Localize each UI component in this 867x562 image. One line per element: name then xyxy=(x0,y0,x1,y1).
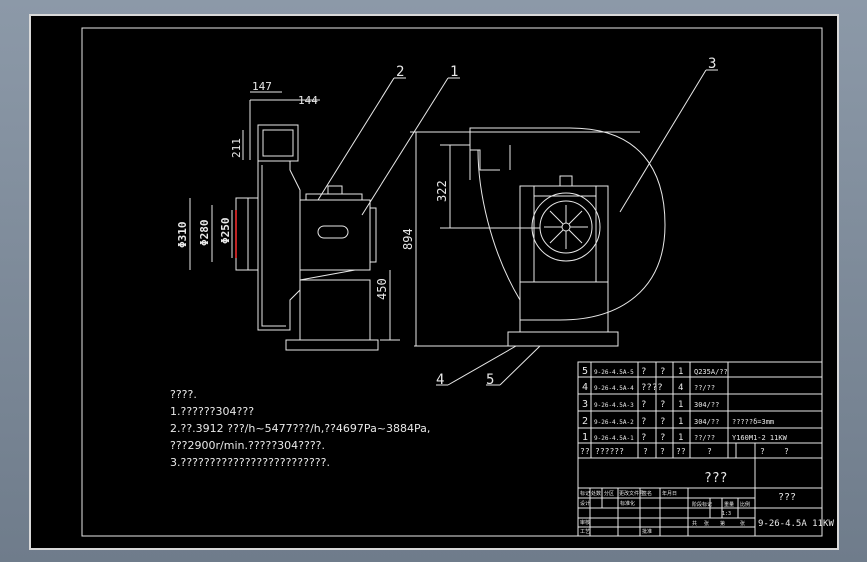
parts-cell-no: 5 xyxy=(582,366,588,377)
callout-2: 2 xyxy=(396,64,404,80)
parts-cell-no: 1 xyxy=(582,432,588,443)
parts-cell-qty: 1 xyxy=(678,433,683,443)
parts-cell-name: ???? xyxy=(641,383,663,393)
base-frame xyxy=(507,331,619,347)
parts-cell-material: Q235A/?? xyxy=(694,368,728,376)
drawing-sheet xyxy=(29,14,839,550)
svg-text:??: ?? xyxy=(676,447,686,456)
svg-text:??????: ?????? xyxy=(595,447,624,456)
casing-side xyxy=(257,160,301,331)
parts-cell-qty: 1 xyxy=(678,367,683,377)
dim-144: 144 xyxy=(298,94,318,107)
scroll-casing xyxy=(469,127,666,321)
svg-text:比例: 比例 xyxy=(740,501,750,508)
svg-text:标记: 标记 xyxy=(580,490,590,497)
svg-text:?: ? xyxy=(784,447,789,456)
notes-title: ????. xyxy=(170,388,197,401)
svg-text:签名: 签名 xyxy=(642,490,652,497)
parts-cell-material: ??/?? xyxy=(694,434,715,442)
svg-text:?: ? xyxy=(660,447,665,456)
callout-leaders xyxy=(317,69,718,386)
parts-cell-code: 9-26-4.5A-2 xyxy=(594,419,634,426)
note-line-3: ???2900r/min.?????304????. xyxy=(170,439,326,452)
parts-cell-no: 4 xyxy=(582,382,588,393)
svg-text:设计: 设计 xyxy=(580,500,590,507)
title-block-grid xyxy=(577,361,823,537)
parts-cell-code: 9-26-4.5A-1 xyxy=(594,435,634,442)
motor-base xyxy=(299,279,371,341)
dim-450: 450 xyxy=(375,278,389,300)
parts-cell-code: 9-26-4.5A-5 xyxy=(594,369,634,376)
dim-250: Φ250 xyxy=(219,218,232,245)
parts-cell-qty_mark: ? xyxy=(660,367,665,377)
note-line-2: 2.??.3912 ???/h~5477???/h,??4697Pa~3884P… xyxy=(170,422,431,435)
parts-cell-material: 304/?? xyxy=(694,418,719,426)
note-line-4: 3.?????????????????????????. xyxy=(170,456,330,469)
svg-text:1:3: 1:3 xyxy=(722,511,731,517)
svg-text:标准化: 标准化 xyxy=(620,500,635,507)
svg-text:共: 共 xyxy=(692,520,697,527)
svg-text:审核: 审核 xyxy=(580,519,590,526)
dim-211: 211 xyxy=(230,138,243,158)
dim-310: Φ310 xyxy=(176,222,189,249)
motor xyxy=(299,199,371,271)
inlet-flange xyxy=(235,197,259,271)
parts-cell-no: 3 xyxy=(582,399,588,410)
parts-cell-qty_mark: ? xyxy=(660,433,665,443)
callout-1: 1 xyxy=(450,64,458,80)
parts-cell-code: 9-26-4.5A-4 xyxy=(594,385,634,392)
note-line-1: 1.??????304??? xyxy=(170,405,255,418)
svg-text:重量: 重量 xyxy=(724,501,734,508)
parts-cell-no: 2 xyxy=(582,416,588,427)
svg-text:批准: 批准 xyxy=(642,528,652,535)
svg-text:工艺: 工艺 xyxy=(580,529,590,535)
drawing-number: 9-26-4.5A 11KW xyxy=(758,519,834,529)
front-view xyxy=(410,127,666,347)
dim-147: 147 xyxy=(252,80,272,93)
parts-cell-name: ? xyxy=(641,433,646,443)
drawing-name: ??? xyxy=(778,492,796,503)
side-view xyxy=(189,91,400,351)
parts-list: 5 9-26-4.5A-5?? 1 Q235A/?? 4 9-26-4.5A-4???? 4… xyxy=(582,366,788,443)
parts-cell-qty_mark: ? xyxy=(660,400,665,410)
svg-text:?: ? xyxy=(643,447,648,456)
svg-text:张: 张 xyxy=(704,520,709,527)
dim-280: Φ280 xyxy=(198,220,211,247)
parts-cell-code: 9-26-4.5A-3 xyxy=(594,402,634,409)
callout-3: 3 xyxy=(708,56,716,72)
svg-text:处数: 处数 xyxy=(591,490,601,497)
callout-4: 4 xyxy=(436,372,444,388)
parts-cell-qty_mark: ? xyxy=(660,417,665,427)
svg-text:张: 张 xyxy=(740,520,745,527)
parts-cell-material: ??/?? xyxy=(694,384,715,392)
callout-5: 5 xyxy=(486,372,494,388)
parts-cell-name: ? xyxy=(641,367,646,377)
parts-cell-note: ?????δ=3mm xyxy=(732,418,774,426)
svg-text:年月日: 年月日 xyxy=(662,490,677,497)
dim-322: 322 xyxy=(435,180,449,202)
svg-text:更改文件号: 更改文件号 xyxy=(619,490,644,497)
technical-notes: ????. 1.??????304??? 2.??.3912 ???/h~547… xyxy=(170,386,430,471)
title-block-labels: 标记 处数 分区 更改文件号 签名 年月日 设计 标准化 阶段标记 重量 比例 … xyxy=(580,490,750,535)
svg-text:?: ? xyxy=(707,447,712,456)
company-name: ??? xyxy=(704,471,727,486)
parts-cell-qty: 1 xyxy=(678,400,683,410)
svg-text:?: ? xyxy=(760,447,765,456)
svg-text:??: ?? xyxy=(580,447,590,456)
svg-text:第: 第 xyxy=(720,520,725,527)
parts-header: ?? ?????? ? ? ?? ? ? ? xyxy=(580,447,789,456)
parts-cell-note: Y160M1-2 11KW xyxy=(732,434,788,442)
parts-cell-material: 304/?? xyxy=(694,401,719,409)
parts-cell-qty: 1 xyxy=(678,417,683,427)
inner-border xyxy=(81,27,823,537)
parts-cell-qty: 4 xyxy=(678,383,683,393)
svg-text:阶段标记: 阶段标记 xyxy=(692,501,712,508)
parts-cell-name: ? xyxy=(641,417,646,427)
motor-end xyxy=(531,192,601,262)
svg-text:分区: 分区 xyxy=(604,490,614,497)
parts-cell-name: ? xyxy=(641,400,646,410)
dim-894: 894 xyxy=(401,228,415,250)
